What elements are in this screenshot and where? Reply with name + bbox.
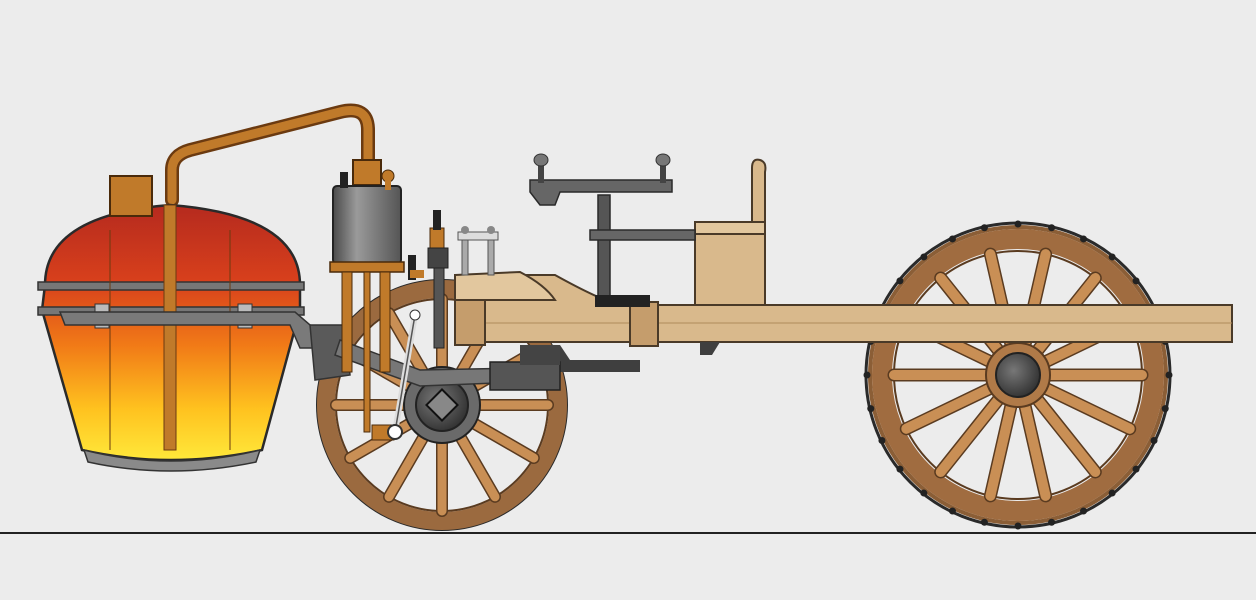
spoke-face (985, 399, 1017, 501)
spoke-face (384, 431, 429, 502)
spoke-face (901, 383, 996, 434)
tyre-rivet (896, 465, 904, 473)
tyre-rivet (1165, 371, 1173, 379)
spoke-face (1040, 383, 1135, 434)
spoke-face (935, 393, 1005, 477)
tyre-rivet (1132, 277, 1140, 285)
tyre-rivet (948, 235, 956, 243)
tyre-rivet (863, 371, 871, 379)
tyre-rivet (1108, 489, 1116, 497)
tyre-rivet (920, 253, 928, 261)
spoke-face (468, 418, 539, 463)
tyre-rivet (867, 405, 875, 413)
tyre-rivet (1014, 522, 1022, 530)
spoke-face (384, 308, 429, 379)
tyre-rivet (1132, 465, 1140, 473)
seat-icon (694, 158, 767, 306)
tyre-rivet (920, 489, 928, 497)
tyre-rivet (1014, 220, 1022, 228)
steering-tiller-icon (529, 153, 696, 307)
tyre-rivet (1080, 507, 1088, 515)
tyre-rivet (878, 437, 886, 445)
spoke-face (1019, 399, 1051, 501)
tyre-rivet (1048, 518, 1056, 526)
tyre-rivet (1080, 235, 1088, 243)
tyre-rivet (896, 277, 904, 285)
spoke-face (455, 431, 500, 502)
tyre-rivet (1150, 437, 1158, 445)
rear-wheel-icon (863, 220, 1173, 530)
spoke-face (1031, 393, 1101, 477)
tyre-rivet (1108, 253, 1116, 261)
under-frame-irons (540, 342, 720, 372)
tyre-rivet (980, 518, 988, 526)
tyre-rivet (948, 507, 956, 515)
engine-frame (58, 311, 561, 391)
wooden-chassis (454, 270, 1233, 347)
tyre-rivet (980, 224, 988, 232)
tyre-rivet (1161, 405, 1169, 413)
ratchet-arm (387, 309, 421, 440)
steam-cylinder-icon (329, 159, 499, 441)
tyre-rivet (1048, 224, 1056, 232)
